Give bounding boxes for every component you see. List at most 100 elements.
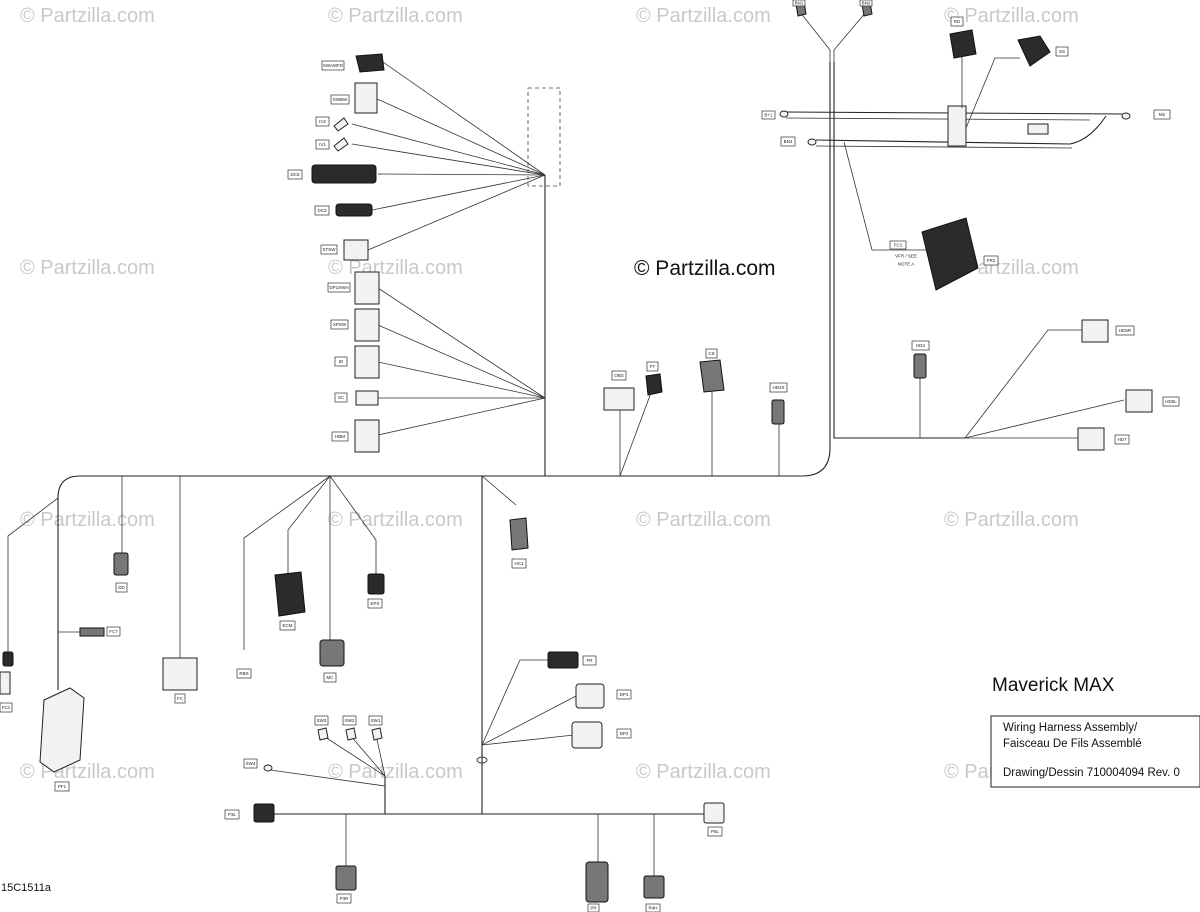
watermark: © Partzilla.com (944, 5, 1079, 27)
switch-sw1 (371, 727, 383, 741)
label-p3l: P3L (224, 809, 240, 820)
title-line-1: Wiring Harness Assembly/ (1003, 722, 1138, 734)
connector-fr (547, 651, 579, 669)
drawing-number: Drawing/Dessin 710004094 Rev. 0 (1003, 767, 1180, 779)
svg-text:HD5L: HD5L (1165, 399, 1177, 404)
label-sw1: SW1 (368, 715, 383, 726)
inline-fc7 (79, 627, 105, 637)
svg-text:P5L: P5L (711, 829, 720, 834)
svg-text:SW4: SW4 (246, 761, 256, 766)
svg-text:P3L: P3L (228, 812, 237, 817)
connector-iv2 (333, 117, 349, 132)
label-fc: FC (174, 693, 186, 704)
label-hd7: HD7 (1114, 434, 1130, 445)
svg-text:HBM: HBM (335, 434, 345, 439)
label-fr2: FR2 (983, 255, 999, 266)
connector-rd (949, 29, 977, 59)
label-sw2: SW2 (342, 715, 357, 726)
connector-group-outline (527, 87, 561, 187)
label-sw3: SW3 (314, 715, 329, 726)
title-line-2: Faisceau De Fils Assemblé (1003, 738, 1142, 750)
connector-p5l (703, 802, 725, 824)
label-id: ID (334, 356, 348, 367)
watermark: © Partzilla.com (328, 5, 463, 27)
label-dp2: DP2 (616, 728, 632, 739)
label-fr: FR (582, 655, 597, 666)
svg-text:BN2: BN2 (862, 1, 871, 6)
watermark: © Partzilla.com (636, 5, 771, 27)
svg-text:SWAWFD: SWAWFD (323, 63, 344, 68)
label-dc3: DC3 (314, 205, 330, 216)
drawing-code: 15C1511a (1, 882, 52, 894)
svg-text:HD7: HD7 (1117, 437, 1126, 442)
label-fc1: FC1 (0, 702, 13, 713)
svg-text:HD2S: HD2S (772, 385, 784, 390)
svg-text:B+1: B+1 (764, 113, 773, 118)
center-cluster: OBS FT CS HD2S © Partzilla.com (603, 257, 788, 477)
copyright-text: © Partzilla.com (634, 257, 776, 280)
svg-text:SW2: SW2 (345, 718, 355, 723)
connector-p3r (335, 865, 357, 891)
label-swawfd: SWAWFD (321, 60, 345, 71)
watermark: © Partzilla.com (944, 509, 1079, 531)
label-sc: SC (334, 392, 348, 403)
label-swbw: SWBW (330, 94, 350, 105)
svg-text:BN4: BN4 (784, 139, 793, 144)
battery-cable-bn4 (815, 115, 1107, 145)
label-hd4: HD4 (911, 340, 930, 351)
relay-box-fr2 (921, 217, 979, 291)
svg-text:SC: SC (338, 395, 345, 400)
fuse-box-pf1 (39, 687, 85, 773)
svg-text:DC3: DC3 (317, 208, 326, 213)
switch-sw4 (263, 764, 273, 772)
ring-terminal-bn4 (807, 138, 817, 146)
svg-text:OBS: OBS (614, 373, 624, 378)
connector-iv1 (333, 137, 349, 152)
label-p5l: P5L (707, 826, 723, 837)
title-block-frame (990, 715, 1200, 788)
connector-fc1-a (2, 651, 14, 667)
svg-text:DP1SWH: DP1SWH (329, 285, 348, 290)
label-hd5l: HD5L (1162, 396, 1180, 407)
svg-text:FC1: FC1 (2, 705, 11, 710)
connector-dd (113, 552, 129, 576)
svg-text:BN1: BN1 (795, 1, 804, 6)
svg-text:XPSW: XPSW (333, 322, 347, 327)
cable-clamp (947, 105, 967, 147)
label-bn4: BN4 (780, 136, 796, 147)
label-dc5: DC5 (287, 169, 303, 180)
svg-text:FR2: FR2 (987, 258, 996, 263)
label-hc1: HC1 (511, 558, 527, 569)
label-iv1: IV1 (315, 139, 330, 150)
connector-dc5 (311, 164, 377, 184)
connector-cs (699, 359, 725, 393)
label-pf1: PF1 (54, 781, 70, 792)
watermark: © Partzilla.com (20, 5, 155, 27)
label-p3r: P3R (336, 893, 352, 904)
svg-text:MC: MC (327, 675, 335, 680)
label-eps: EPS (367, 598, 383, 609)
svg-text:PF1: PF1 (58, 784, 67, 789)
lower-center-cluster: FR DP1 DP2 SW3 SW2 SW1 SW4 (243, 651, 632, 787)
watermark-layer: © Partzilla.com © Partzilla.com © Partzi… (20, 5, 1079, 783)
model-title: Maverick MAX (992, 675, 1115, 696)
svg-text:DP2: DP2 (620, 731, 629, 736)
label-ft: FT (646, 361, 659, 372)
watermark: © Partzilla.com (636, 761, 771, 783)
svg-text:IV1: IV1 (319, 142, 326, 147)
upper-right-cluster: BN1 BN2 B+1 M2 BN4 RD SS FR2 FC1 VFR / S… (761, 0, 1171, 291)
svg-text:FC1: FC1 (894, 243, 903, 248)
right-cluster: HD4 HD5R HD5L HD7 (911, 319, 1180, 451)
label-pr: PR (587, 903, 600, 912)
connector-stsw (343, 239, 369, 261)
svg-text:HD5R: HD5R (1119, 328, 1132, 333)
svg-text:STSW: STSW (323, 247, 337, 252)
svg-text:R4H: R4H (648, 906, 657, 911)
watermark: © Partzilla.com (944, 257, 1079, 279)
svg-text:SW3: SW3 (317, 718, 327, 723)
connector-swawfd (355, 53, 385, 73)
label-obs: OBS (611, 370, 627, 381)
watermark: © Partzilla.com (636, 509, 771, 531)
svg-text:ECM: ECM (283, 623, 293, 628)
label-r4h: R4H (645, 903, 661, 912)
